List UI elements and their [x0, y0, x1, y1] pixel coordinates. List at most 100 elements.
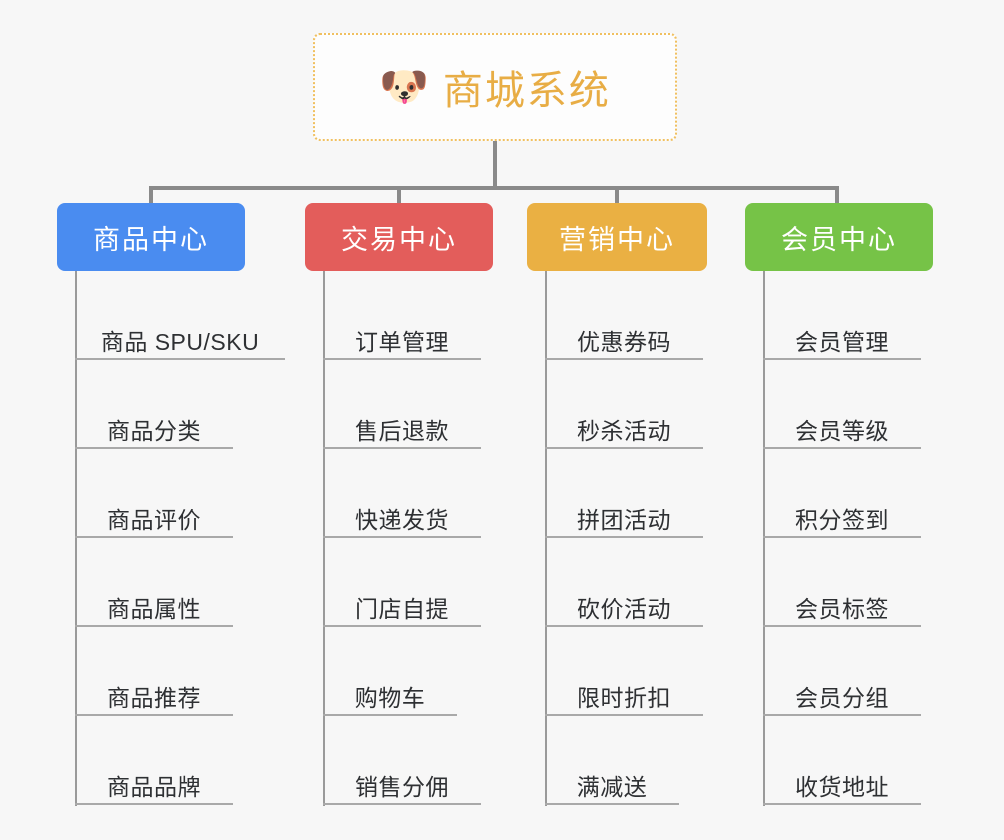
list-item[interactable]: 砍价活动 — [545, 538, 703, 627]
item-underline — [545, 447, 703, 449]
list-item-label: 限时折扣 — [577, 684, 671, 711]
item-underline — [75, 536, 233, 538]
item-underline — [545, 536, 703, 538]
connector-drop-2 — [397, 186, 401, 205]
branch-title: 营销中心 — [559, 224, 675, 255]
list-item[interactable]: 商品品牌 — [75, 716, 233, 805]
branch-header-marketing-center[interactable]: 营销中心 — [527, 203, 707, 271]
list-item[interactable]: 秒杀活动 — [545, 360, 703, 449]
item-underline — [75, 714, 233, 716]
root-node[interactable]: 🐶 商城系统 — [313, 33, 677, 141]
item-underline — [75, 358, 285, 360]
list-item-label: 商品属性 — [107, 595, 201, 622]
branch-items: 订单管理 售后退款 快递发货 门店自提 购物车 销售分佣 — [323, 271, 481, 805]
dog-face-icon: 🐶 — [379, 65, 429, 109]
list-item-label: 销售分佣 — [355, 773, 449, 800]
branch-header-trade-center[interactable]: 交易中心 — [305, 203, 493, 271]
list-item-label: 秒杀活动 — [577, 417, 671, 444]
list-item-label: 满减送 — [576, 773, 648, 800]
item-underline — [323, 447, 481, 449]
list-item-label: 售后退款 — [355, 417, 449, 444]
item-underline — [75, 447, 233, 449]
branch-marketing-center: 营销中心 优惠券码 秒杀活动 拼团活动 砍价活动 限时折扣 — [527, 203, 707, 806]
item-underline — [763, 625, 921, 627]
list-item[interactable]: 门店自提 — [323, 538, 481, 627]
branch-spine — [75, 271, 77, 806]
list-item-label: 商品品牌 — [107, 773, 201, 800]
connector-drop-4 — [835, 186, 839, 205]
branch-spine — [763, 271, 765, 806]
list-item[interactable]: 商品评价 — [75, 449, 233, 538]
item-underline — [763, 536, 921, 538]
branch-items: 商品 SPU/SKU 商品分类 商品评价 商品属性 商品推荐 商品品牌 — [75, 271, 285, 805]
branch-header-product-center[interactable]: 商品中心 — [57, 203, 245, 271]
list-item-label: 快递发货 — [355, 506, 449, 533]
list-item[interactable]: 会员分组 — [763, 627, 921, 716]
list-item-label: 门店自提 — [355, 595, 449, 622]
list-item[interactable]: 销售分佣 — [323, 716, 481, 805]
list-item[interactable]: 商品推荐 — [75, 627, 233, 716]
list-item[interactable]: 会员等级 — [763, 360, 921, 449]
list-item[interactable]: 商品属性 — [75, 538, 233, 627]
root-title: 商城系统 — [442, 69, 611, 113]
list-item[interactable]: 购物车 — [323, 627, 457, 716]
list-item[interactable]: 商品分类 — [75, 360, 233, 449]
item-underline — [75, 625, 233, 627]
item-underline — [323, 803, 481, 805]
list-item[interactable]: 快递发货 — [323, 449, 481, 538]
item-underline — [763, 447, 921, 449]
list-item[interactable]: 订单管理 — [323, 271, 481, 360]
item-underline — [323, 625, 481, 627]
list-item-label: 拼团活动 — [577, 506, 671, 533]
list-item-label: 购物车 — [354, 684, 426, 711]
branch-title: 交易中心 — [341, 224, 457, 255]
item-underline — [323, 714, 457, 716]
list-item[interactable]: 拼团活动 — [545, 449, 703, 538]
list-item-label: 订单管理 — [355, 328, 449, 355]
list-item-label: 商品 SPU/SKU — [100, 328, 260, 355]
list-item-label: 商品评价 — [107, 506, 201, 533]
connector-horizontal-bus — [149, 186, 839, 190]
list-item-label: 收货地址 — [795, 773, 889, 800]
item-underline — [545, 803, 679, 805]
list-item[interactable]: 商品 SPU/SKU — [75, 271, 285, 360]
item-underline — [545, 358, 703, 360]
connector-drop-1 — [149, 186, 153, 205]
list-item[interactable]: 积分签到 — [763, 449, 921, 538]
branch-items: 优惠券码 秒杀活动 拼团活动 砍价活动 限时折扣 满减送 — [545, 271, 703, 805]
list-item[interactable]: 收货地址 — [763, 716, 921, 805]
item-underline — [545, 714, 703, 716]
item-underline — [763, 714, 921, 716]
list-item-label: 积分签到 — [795, 506, 889, 533]
branch-title: 商品中心 — [93, 224, 209, 255]
item-underline — [763, 803, 921, 805]
list-item-label: 会员分组 — [795, 684, 889, 711]
list-item-label: 会员标签 — [795, 595, 889, 622]
list-item[interactable]: 优惠券码 — [545, 271, 703, 360]
list-item-label: 砍价活动 — [577, 595, 671, 622]
list-item[interactable]: 满减送 — [545, 716, 679, 805]
item-underline — [545, 625, 703, 627]
list-item-label: 会员等级 — [795, 417, 889, 444]
item-underline — [323, 358, 481, 360]
list-item[interactable]: 限时折扣 — [545, 627, 703, 716]
branch-trade-center: 交易中心 订单管理 售后退款 快递发货 门店自提 购物车 — [305, 203, 493, 806]
connector-drop-3 — [615, 186, 619, 205]
list-item[interactable]: 会员管理 — [763, 271, 921, 360]
list-item-label: 会员管理 — [795, 328, 889, 355]
branch-header-member-center[interactable]: 会员中心 — [745, 203, 933, 271]
list-item[interactable]: 售后退款 — [323, 360, 481, 449]
item-underline — [763, 358, 921, 360]
item-underline — [75, 803, 233, 805]
branch-title: 会员中心 — [781, 224, 897, 255]
connector-root-stem — [493, 141, 497, 188]
branch-member-center: 会员中心 会员管理 会员等级 积分签到 会员标签 会员分组 — [745, 203, 933, 806]
list-item[interactable]: 会员标签 — [763, 538, 921, 627]
branch-spine — [545, 271, 547, 806]
branch-items: 会员管理 会员等级 积分签到 会员标签 会员分组 收货地址 — [763, 271, 921, 805]
list-item-label: 商品分类 — [107, 417, 201, 444]
list-item-label: 商品推荐 — [107, 684, 201, 711]
list-item-label: 优惠券码 — [577, 328, 671, 355]
item-underline — [323, 536, 481, 538]
